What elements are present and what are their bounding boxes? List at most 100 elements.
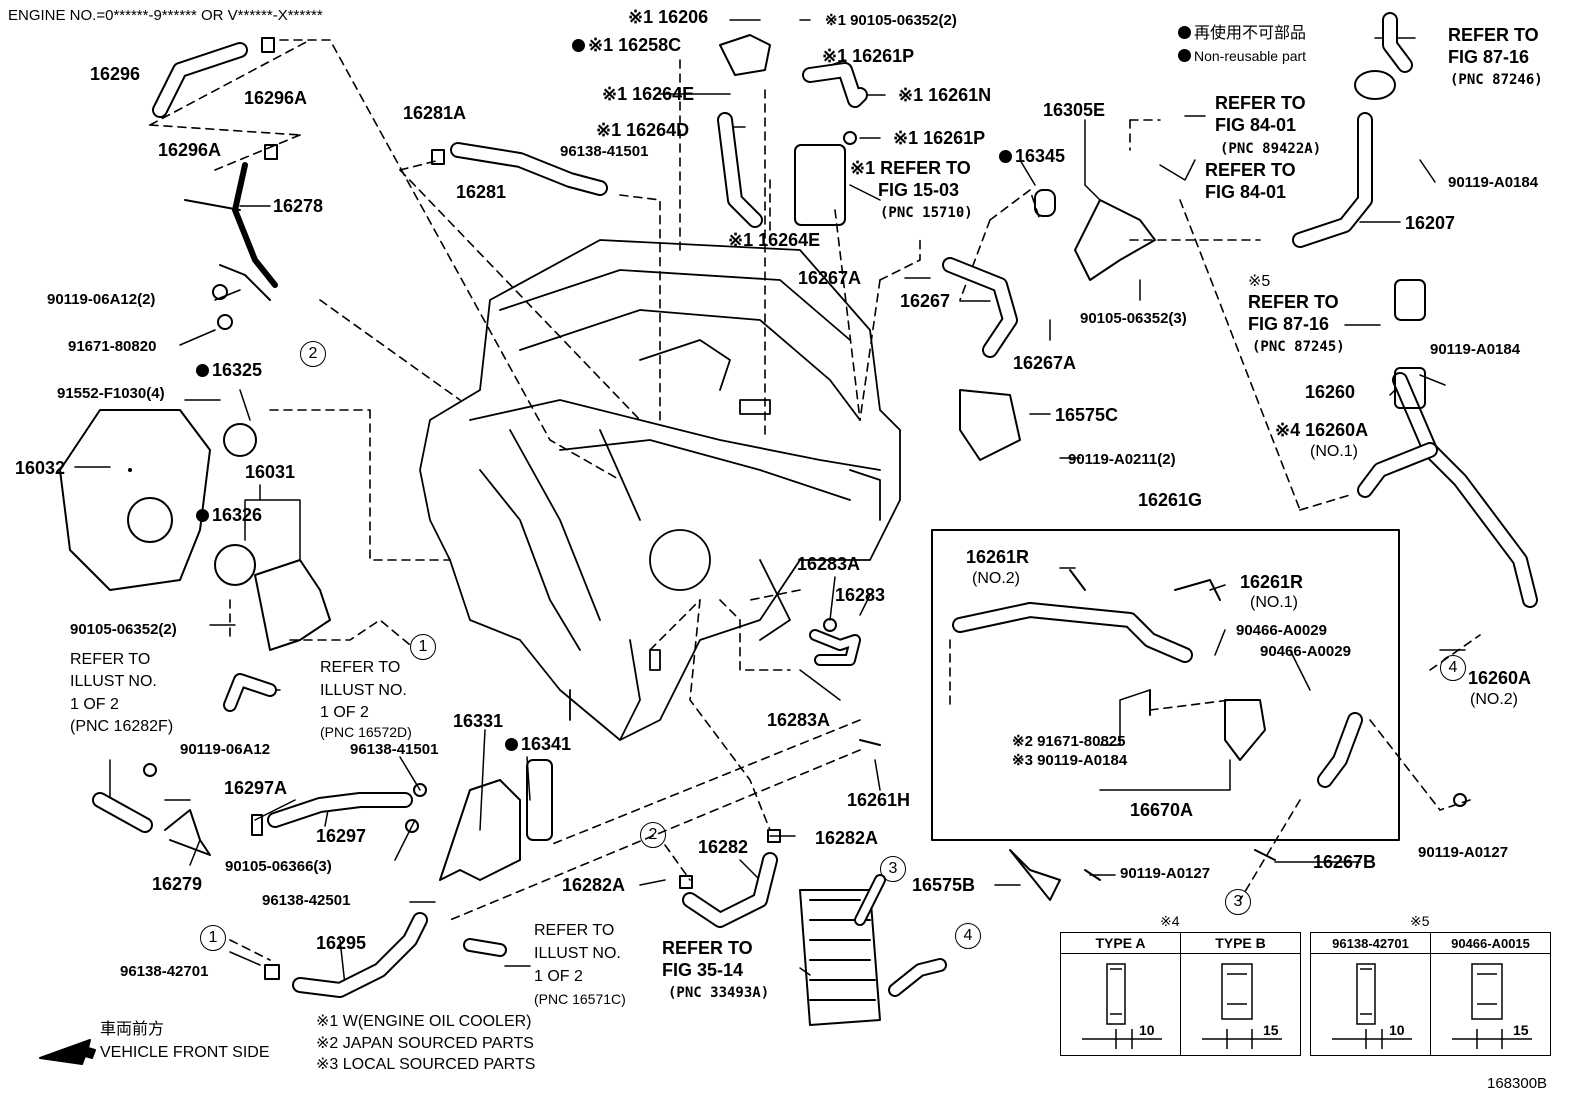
part-label[interactable]: 16281A — [403, 103, 467, 123]
part-label[interactable]: 16267B — [1313, 852, 1377, 872]
circled-ref-3[interactable]: 3 — [1225, 889, 1251, 915]
part-label[interactable]: 90105-06352(2) — [70, 621, 177, 638]
part-label[interactable]: 90105-06352(3) — [1080, 310, 1187, 327]
part-label[interactable]: 16267 — [900, 291, 951, 311]
part-label[interactable]: ※4 16260A — [1275, 420, 1369, 440]
part-label[interactable]: 90119-A0184 — [1430, 341, 1521, 358]
part-label[interactable]: 16296 — [90, 64, 141, 84]
part-label[interactable]: 16575B — [912, 875, 976, 895]
reference-label[interactable]: REFER TO — [1215, 93, 1306, 113]
part-label[interactable]: 96138-42701 — [120, 963, 209, 980]
part-label[interactable]: 90105-06366(3) — [225, 858, 332, 875]
part-label[interactable]: 16296A — [244, 88, 308, 108]
part-label[interactable]: 90119-06A12(2) — [47, 291, 156, 308]
part-label[interactable]: 16260A — [1468, 668, 1532, 688]
part-label-nonreusable[interactable]: 16345 — [999, 146, 1065, 166]
part-label[interactable]: 16031 — [245, 462, 296, 482]
part-label[interactable]: 16282A — [562, 875, 626, 895]
part-label[interactable]: 16297 — [316, 826, 367, 846]
part-label[interactable]: 16297A — [224, 778, 288, 798]
reference-label[interactable]: ※1 REFER TO — [850, 158, 971, 178]
part-label[interactable]: 16283A — [797, 554, 861, 574]
part-label[interactable]: 16296A — [158, 140, 222, 160]
part-label[interactable]: 90466-A0029 — [1236, 622, 1327, 639]
part-label-nonreusable[interactable]: 16325 — [196, 360, 262, 380]
reference-label[interactable]: FIG 15-03 — [878, 180, 960, 200]
part-label[interactable]: 16261H — [847, 790, 911, 810]
reference-label[interactable]: ILLUST NO. — [534, 945, 621, 962]
reference-label[interactable]: 1 OF 2 — [534, 968, 583, 985]
reference-label[interactable]: REFER TO — [1205, 160, 1296, 180]
part-label[interactable]: 16260 — [1305, 382, 1356, 402]
part-label[interactable]: 90119-A0184 — [1448, 174, 1539, 191]
part-label[interactable]: 16261R — [966, 547, 1030, 567]
reference-pnc: (PNC 33493A) — [668, 985, 770, 1001]
reference-label[interactable]: ILLUST NO. — [320, 682, 407, 699]
part-label[interactable]: 16283A — [767, 710, 831, 730]
reference-label[interactable]: FIG 35-14 — [662, 960, 744, 980]
part-label[interactable]: 16278 — [273, 196, 324, 216]
part-label[interactable]: 16670A — [1130, 800, 1194, 820]
circled-ref-1[interactable]: 1 — [200, 925, 226, 951]
circled-ref-2[interactable]: 2 — [300, 341, 326, 367]
part-label[interactable]: 96138-42501 — [262, 892, 351, 909]
part-label[interactable]: 16283 — [835, 585, 886, 605]
part-label[interactable]: 96138-41501 — [350, 741, 439, 758]
part-label[interactable]: 16575C — [1055, 405, 1119, 425]
part-label[interactable]: 16282A — [815, 828, 879, 848]
reference-label[interactable]: 1 OF 2 — [320, 704, 369, 721]
part-label[interactable]: ※1 16264D — [596, 120, 690, 140]
part-label[interactable]: ※1 16261P — [822, 46, 915, 66]
part-label[interactable]: ※1 16261P — [893, 128, 986, 148]
circled-ref-4[interactable]: 4 — [955, 923, 981, 949]
part-sub-label: (NO.2) — [972, 570, 1020, 587]
part-label[interactable]: 16305E — [1043, 100, 1106, 120]
reference-label[interactable]: REFER TO — [320, 659, 401, 676]
part-label[interactable]: ※1 90105-06352(2) — [825, 12, 957, 29]
reference-label[interactable]: REFER TO — [534, 922, 615, 939]
part-label-nonreusable[interactable]: 16341 — [505, 734, 571, 754]
part-label[interactable]: 16331 — [453, 711, 504, 731]
part-label[interactable]: ※1 16206 — [628, 7, 709, 27]
reference-label[interactable]: FIG 87-16 — [1248, 314, 1330, 334]
part-label[interactable]: 90119-A0127 — [1418, 844, 1509, 861]
part-label[interactable]: ※3 90119-A0184 — [1012, 752, 1128, 769]
circled-ref-1[interactable]: 1 — [410, 634, 436, 660]
part-label[interactable]: 90119-A0127 — [1120, 865, 1211, 882]
circled-ref-3[interactable]: 3 — [880, 856, 906, 882]
reference-label[interactable]: REFER TO — [1248, 292, 1339, 312]
part-label[interactable]: 16282 — [698, 837, 749, 857]
part-label[interactable]: 16032 — [15, 458, 66, 478]
part-label-nonreusable[interactable]: 16326 — [196, 505, 262, 525]
part-label[interactable]: 16279 — [152, 874, 203, 894]
part-label[interactable]: 91671-80820 — [68, 338, 157, 355]
part-label[interactable]: ※1 16264E — [602, 84, 695, 104]
part-label[interactable]: ※1 16261N — [898, 85, 992, 105]
part-label[interactable]: 16261R — [1240, 572, 1304, 592]
part-label[interactable]: 90119-A0211(2) — [1068, 451, 1176, 468]
reference-label[interactable]: REFER TO — [70, 651, 151, 668]
part-label[interactable]: 16295 — [316, 933, 367, 953]
reference-label[interactable]: FIG 87-16 — [1448, 47, 1530, 67]
part-label[interactable]: 16207 — [1405, 213, 1456, 233]
part-label[interactable]: ※2 91671-80825 — [1012, 733, 1126, 750]
part-label-nonreusable[interactable]: ※1 16258C — [572, 35, 681, 55]
part-label[interactable]: 16267A — [798, 268, 862, 288]
reference-pnc: (PNC 16571C) — [534, 991, 626, 1007]
part-label[interactable]: 91552-F1030(4) — [57, 385, 165, 402]
reference-label[interactable]: FIG 84-01 — [1205, 182, 1287, 202]
part-label[interactable]: 96138-41501 — [560, 143, 649, 160]
part-label[interactable]: 16281 — [456, 182, 507, 202]
reference-label[interactable]: REFER TO — [662, 938, 753, 958]
part-label[interactable]: 16267A — [1013, 353, 1077, 373]
part-label[interactable]: 90119-06A12 — [180, 741, 271, 758]
part-label[interactable]: ※1 16264E — [728, 230, 821, 250]
part-label[interactable]: 16261G — [1138, 490, 1203, 510]
part-label[interactable]: 90466-A0029 — [1260, 643, 1351, 660]
circled-ref-2[interactable]: 2 — [640, 822, 666, 848]
reference-label[interactable]: 1 OF 2 — [70, 696, 119, 713]
reference-label[interactable]: FIG 84-01 — [1215, 115, 1297, 135]
circled-ref-4[interactable]: 4 — [1440, 655, 1466, 681]
reference-label[interactable]: ILLUST NO. — [70, 673, 157, 690]
reference-label[interactable]: REFER TO — [1448, 25, 1539, 45]
